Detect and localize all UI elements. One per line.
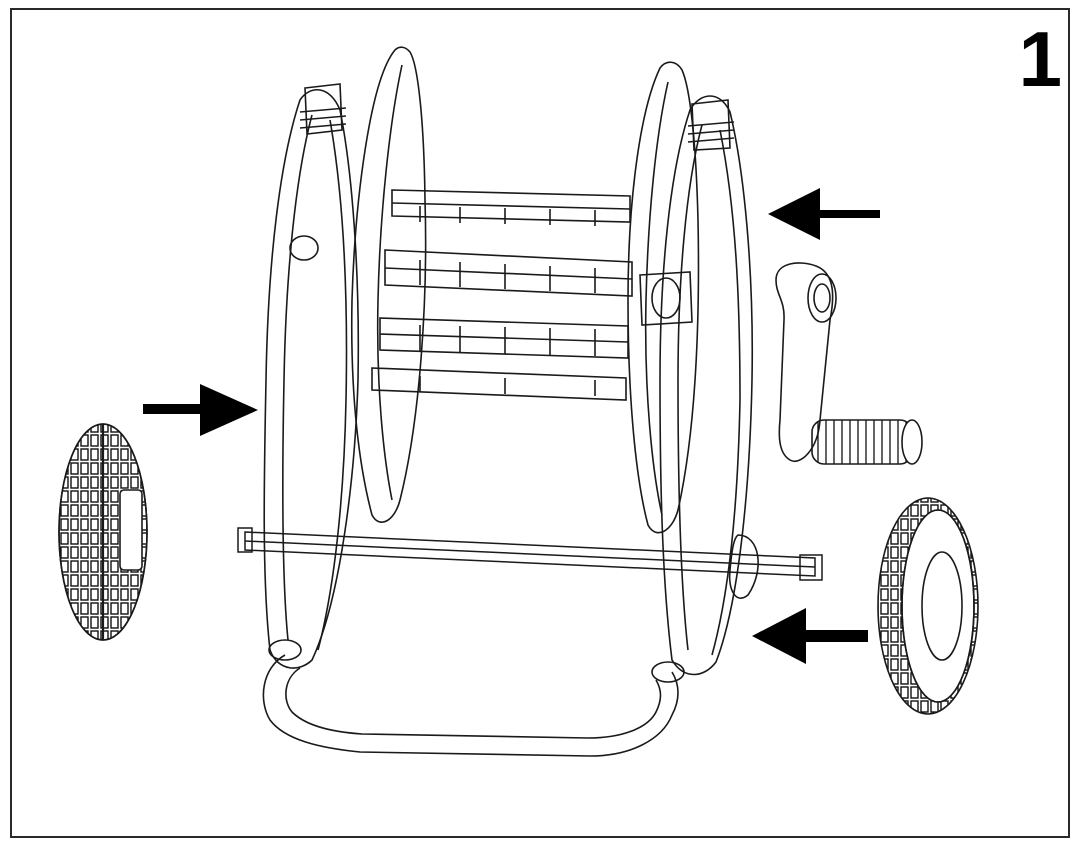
reel-drum [350, 46, 700, 534]
base-handle [262, 639, 685, 757]
axle [237, 527, 823, 581]
arrow-right-wheel [752, 608, 868, 664]
reel-frame [263, 83, 759, 676]
arrow-crank [768, 188, 880, 240]
right-wheel [877, 497, 979, 715]
hand-crank [775, 262, 923, 465]
step-number: 1 [1018, 15, 1062, 103]
arrow-left-wheel [143, 384, 258, 436]
left-wheel [58, 423, 148, 641]
